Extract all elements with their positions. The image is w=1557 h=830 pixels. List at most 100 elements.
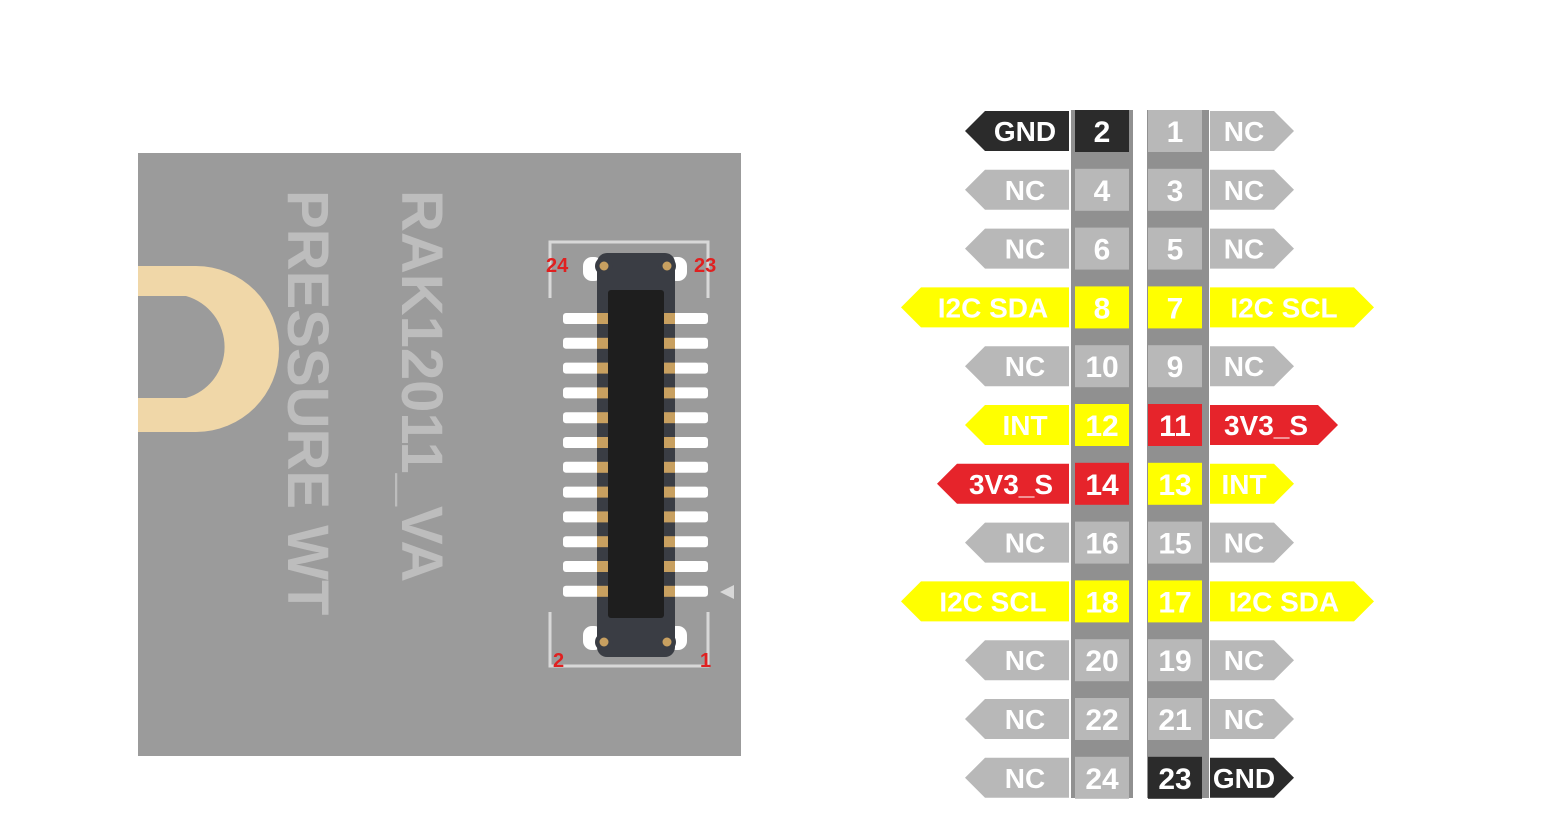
pin-box-right	[1148, 580, 1202, 623]
corner-label-1: 1	[700, 650, 711, 672]
signal-label-right: NC	[1224, 528, 1264, 559]
pin-box-right	[1148, 462, 1202, 505]
signal-label-left: I2C SDA	[938, 292, 1048, 323]
pin-number-left: 4	[1094, 175, 1111, 208]
connector-outline-bottom	[548, 612, 710, 668]
pad	[563, 362, 607, 374]
signal-label-right: NC	[1224, 645, 1264, 676]
pin-number-right: 19	[1158, 645, 1191, 678]
pad	[563, 486, 607, 498]
contact	[597, 313, 608, 324]
contact	[597, 461, 608, 473]
signal-tag-right	[1210, 346, 1294, 387]
signal-tag-left	[901, 581, 1069, 622]
pin1-marker-icon	[720, 585, 734, 599]
pin-number-right: 13	[1158, 469, 1191, 502]
left-pin-rail	[1071, 110, 1133, 798]
pin-number-left: 10	[1085, 351, 1118, 384]
signal-tag-right	[1210, 757, 1294, 798]
signal-tag-left	[965, 522, 1069, 563]
contact	[664, 412, 675, 424]
pin-number-left: 6	[1094, 234, 1111, 267]
signal-label-right: NC	[1224, 704, 1264, 735]
corner-label-23: 23	[694, 255, 716, 277]
signal-label-right: NC	[1224, 116, 1264, 147]
connector-contacts	[597, 313, 675, 597]
signal-tag-right	[1210, 522, 1294, 563]
pad	[563, 437, 607, 448]
pin-box-right	[1148, 110, 1202, 152]
connector: 24 23 2 1	[546, 240, 734, 672]
signal-label-left: NC	[1005, 234, 1045, 265]
signal-tag-left	[965, 169, 1069, 210]
pin-box-right	[1148, 345, 1202, 388]
lug-hole	[599, 261, 609, 271]
contact	[597, 412, 608, 424]
pin-box-right	[1148, 168, 1202, 211]
signal-label-left: NC	[1005, 763, 1045, 794]
contact	[597, 561, 608, 572]
signal-tag-left	[965, 699, 1069, 739]
pin-number-left: 16	[1085, 528, 1118, 561]
module-name-label: RAK12011_VA	[389, 190, 454, 582]
contact	[664, 461, 675, 473]
signal-label-right: INT	[1221, 469, 1266, 500]
pin-number-right: 23	[1158, 763, 1191, 796]
pad	[563, 461, 607, 473]
pin-box-left	[1075, 404, 1129, 446]
contact	[597, 437, 608, 448]
contact	[664, 387, 675, 399]
pin-number-left: 20	[1085, 645, 1118, 678]
signal-label-left: NC	[1005, 704, 1045, 735]
contact	[664, 585, 675, 597]
signal-label-left: INT	[1002, 410, 1047, 441]
right-pin-rail	[1147, 110, 1209, 798]
contact	[664, 486, 675, 498]
pad	[563, 536, 607, 548]
contact	[664, 362, 675, 374]
signal-label-left: NC	[1005, 645, 1045, 676]
pin-box-right	[1148, 227, 1202, 270]
pin-number-left: 24	[1085, 763, 1119, 796]
signal-label-right: 3V3_S	[1224, 410, 1308, 441]
signal-tag-right	[1210, 169, 1294, 210]
signal-tag-left	[965, 405, 1069, 445]
pin-number-left: 2	[1094, 116, 1111, 149]
contact	[664, 437, 675, 448]
pad	[563, 511, 607, 523]
pin-row: 18 17 I2C SCL I2C SDA	[901, 580, 1374, 623]
signal-label-left: I2C SCL	[939, 586, 1046, 617]
pin-number-left: 18	[1085, 586, 1118, 619]
mounting-slot-hole	[138, 296, 225, 398]
signal-label-left: NC	[1005, 351, 1045, 382]
corner-label-24: 24	[546, 255, 569, 277]
pad	[563, 412, 607, 424]
pin-number-right: 9	[1167, 351, 1184, 384]
pin-number-left: 12	[1085, 410, 1118, 443]
signal-label-right: I2C SDA	[1229, 586, 1339, 617]
pin-number-left: 22	[1085, 704, 1118, 737]
pin-number-right: 17	[1158, 586, 1191, 619]
signal-tag-left	[965, 757, 1069, 798]
pin-box-right	[1148, 286, 1202, 329]
signal-tag-right	[1210, 699, 1294, 739]
signal-tag-right	[1210, 228, 1294, 269]
signal-label-right: NC	[1224, 175, 1264, 206]
pad	[563, 313, 607, 324]
pin-box-left	[1075, 521, 1129, 564]
lug-hole	[662, 637, 672, 647]
contact	[597, 486, 608, 498]
signal-tag-right	[1210, 405, 1338, 445]
signal-tag-left	[901, 287, 1069, 328]
signal-tag-right	[1210, 463, 1294, 504]
signal-label-right: I2C SCL	[1230, 292, 1337, 323]
pin-row: 12 11 INT 3V3_S	[965, 404, 1338, 446]
pin-number-right: 11	[1159, 410, 1191, 443]
contact	[664, 536, 675, 548]
